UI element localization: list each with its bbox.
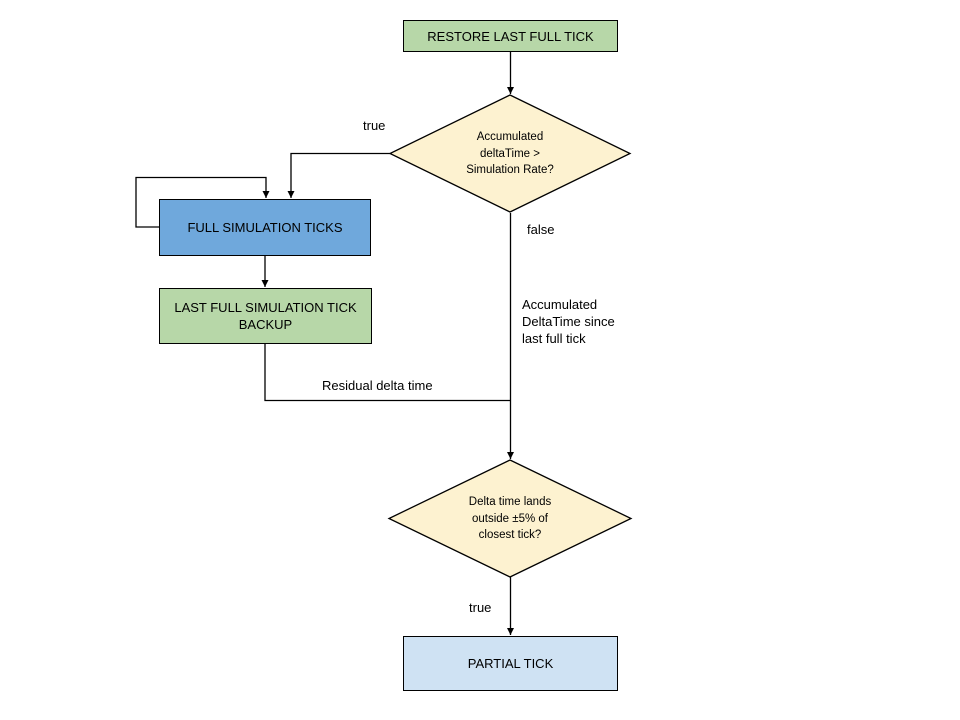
edge-label-true-top: true [363,118,386,133]
decision-delta-text: Delta time lands outside ±5% of closest … [420,494,600,544]
node-last-full-simulation-tick-backup: LAST FULL SIMULATION TICK BACKUP [159,288,372,344]
decision-delta-line1: Delta time lands [468,496,552,508]
node-partial-tick-label: PARTIAL TICK [467,656,554,671]
edge-full-ticks-self-loop [135,176,270,228]
node-partial-tick: PARTIAL TICK [403,636,618,691]
decision-delta-line3: closest tick? [478,529,542,541]
node-full-simulation-ticks-label: FULL SIMULATION TICKS [187,220,343,235]
decision-accumulated-shape [388,94,632,213]
edge-true-to-full-ticks [287,152,390,198]
decision-accumulated-text: Accumulated deltaTime > Simulation Rate? [420,129,600,179]
edge-label-accumulated-deltatime-note: Accumulated DeltaTime since last full ti… [522,297,615,346]
decision-accumulated-line2: deltaTime > [480,147,540,160]
node-full-simulation-ticks: FULL SIMULATION TICKS [159,199,371,256]
edge-residual-delta [264,344,511,402]
node-backup-label: LAST FULL SIMULATION TICK BACKUP [174,300,357,332]
edge-label-false: false [527,222,555,237]
decision-accumulated-line1: Accumulated [476,131,544,143]
node-restore-last-full-tick: RESTORE LAST FULL TICK [403,20,618,52]
node-restore-label: RESTORE LAST FULL TICK [427,28,594,44]
decision-accumulated-line3: Simulation Rate? [466,164,554,176]
decision-delta-line2: outside ±5% of [472,512,548,525]
edge-label-residual-delta-time: Residual delta time [322,378,433,393]
edge-label-true-bottom: true [469,600,492,615]
